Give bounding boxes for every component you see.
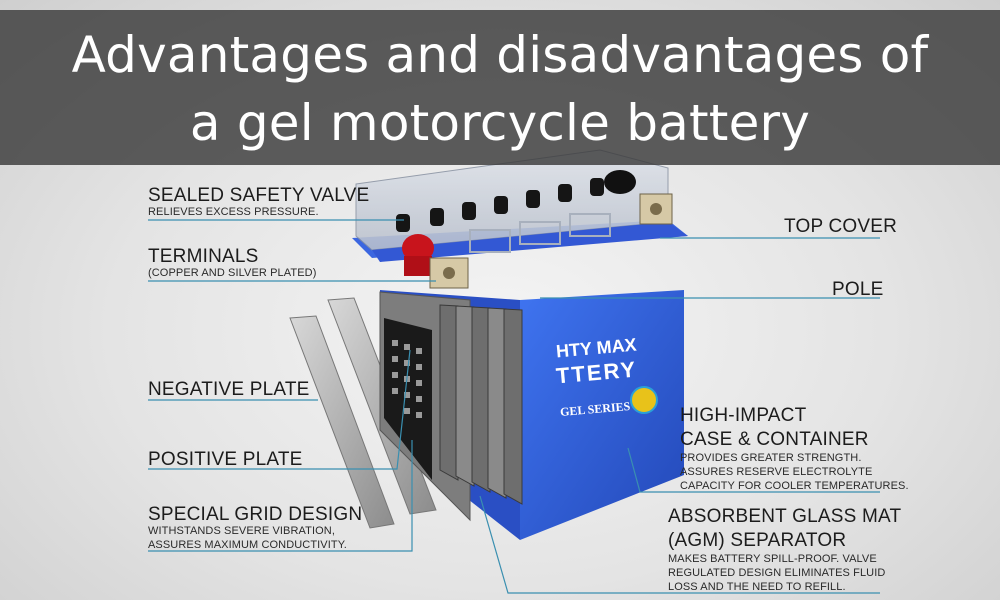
terminals <box>402 170 673 289</box>
terminal-bolt-left <box>429 257 469 289</box>
plate-negative-outer <box>289 315 395 529</box>
desc-agm-1: MAKES BATTERY SPILL-PROOF. VALVE <box>668 553 877 565</box>
internal-straps <box>469 213 611 253</box>
leader-positive-plate <box>148 349 411 470</box>
desc-case-1: PROVIDES GREATER STRENGTH. <box>680 452 862 464</box>
label-sealed-valve: SEALED SAFETY VALVE <box>148 185 370 206</box>
leader-grid-design <box>148 440 413 552</box>
label-agm-1: ABSORBENT GLASS MAT <box>668 506 902 527</box>
desc-agm-3: LOSS AND THE NEED TO REFILL. <box>668 581 846 593</box>
battery-badge <box>630 386 658 414</box>
vent-caps <box>396 178 604 232</box>
terminal-bolt-right <box>639 193 673 225</box>
label-terminals: TERMINALS <box>148 246 259 267</box>
page-title-line1: Advantages and disadvantages of <box>71 26 929 84</box>
desc-sealed-valve: RELIEVES EXCESS PRESSURE. <box>148 206 319 218</box>
label-case-1: HIGH-IMPACT <box>680 405 807 426</box>
page-title-line2: a gel motorcycle battery <box>189 94 811 152</box>
case-front-face <box>520 290 684 540</box>
label-case-2: CASE & CONTAINER <box>680 429 869 450</box>
label-positive-plate: POSITIVE PLATE <box>148 449 303 470</box>
desc-case-2: ASSURES RESERVE ELECTROLYTE <box>680 466 873 478</box>
desc-grid-design-2: ASSURES MAXIMUM CONDUCTIVITY. <box>148 539 347 551</box>
plate-stack <box>439 304 523 505</box>
label-negative-plate: NEGATIVE PLATE <box>148 379 310 400</box>
desc-case-3: CAPACITY FOR COOLER TEMPERATURES. <box>680 480 909 492</box>
label-top-cover: TOP COVER <box>784 216 898 237</box>
top-cover <box>355 149 688 262</box>
leader-lines <box>148 219 880 594</box>
label-agm-2: (AGM) SEPARATOR <box>668 530 847 551</box>
leader-case <box>627 447 880 493</box>
leader-agm <box>479 495 880 594</box>
title-banner: Advantages and disadvantages of a gel mo… <box>0 10 1000 165</box>
desc-terminals: (COPPER AND SILVER PLATED) <box>148 267 317 279</box>
label-pole: POLE <box>832 279 884 300</box>
desc-agm-2: REGULATED DESIGN ELIMINATES FLUID <box>668 567 886 579</box>
desc-grid-design-1: WITHSTANDS SEVERE VIBRATION, <box>148 525 335 537</box>
label-grid-design: SPECIAL GRID DESIGN <box>148 504 363 525</box>
